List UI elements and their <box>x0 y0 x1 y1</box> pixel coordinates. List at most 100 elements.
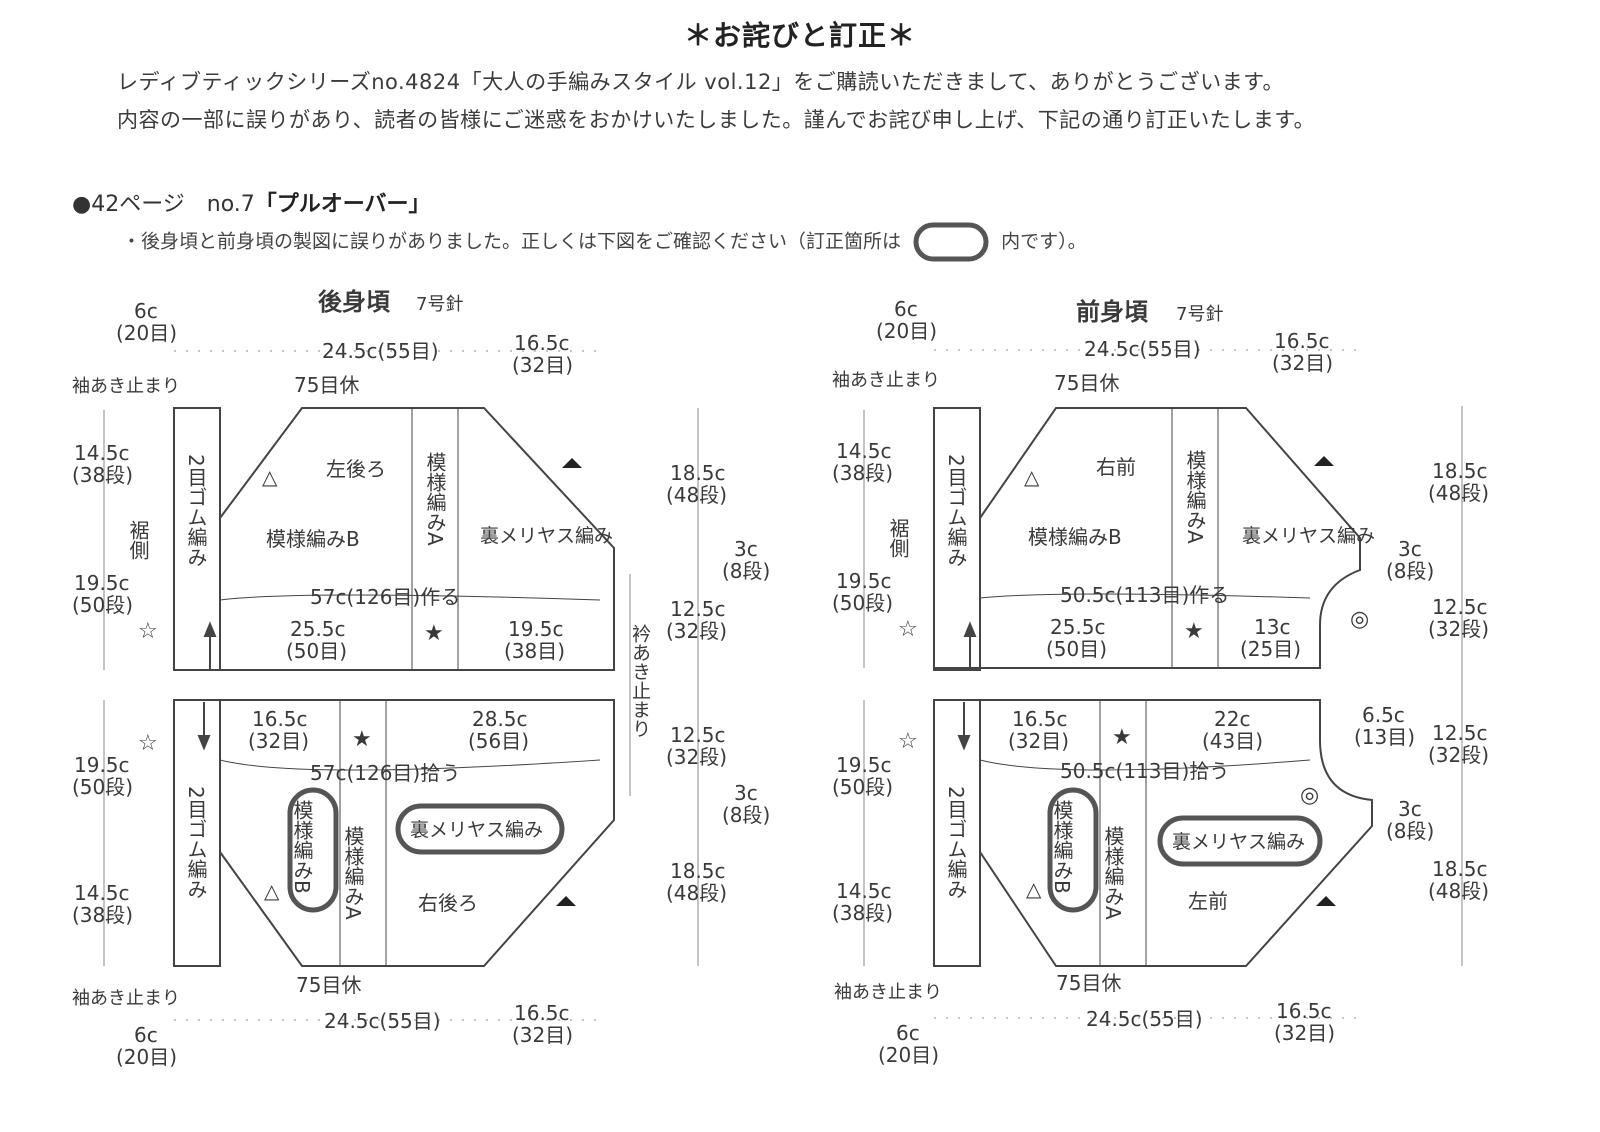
back-h-b2-lower: (50段) <box>72 775 133 799</box>
front-r1a: 18.5c <box>1432 459 1488 483</box>
back-correction-oval-pattern-b <box>287 787 339 913</box>
back-star-white-upper: ☆ <box>138 619 158 644</box>
front-rib-upper: 2目ゴム編み <box>944 454 968 567</box>
front-star-white-upper: ☆ <box>898 617 918 642</box>
back-bottom-piece: 右後ろ <box>418 891 478 915</box>
back-star-white-lower: ☆ <box>138 731 158 756</box>
front-star-black-upper: ★ <box>1184 619 1204 644</box>
back-upper-body <box>174 407 615 671</box>
back-h-b1: 19.5c <box>74 571 130 595</box>
back-pat-b-lower: 模様編みB <box>290 800 314 894</box>
front-upper-body <box>934 407 1361 669</box>
front-sleeve-stop-top: 袖あき止まり <box>832 370 940 391</box>
section-heading: ●42ページ no.7「プルオーバー」 <box>72 186 431 218</box>
front-lower-body <box>934 699 1373 967</box>
back-pat-a-upper: 模様編みA <box>423 452 447 546</box>
note-before: ・後身頃と前身頃の製図に誤りがありました。正しくは下図をご確認ください（訂正箇所… <box>122 230 902 253</box>
front-pat-b-lower: 模様編みB <box>1050 800 1074 894</box>
back-r3a: 12.5c <box>670 597 726 621</box>
front-bottom-b: 24.5c(55目) <box>1086 1007 1203 1031</box>
front-black-triangle-icon <box>1314 456 1334 466</box>
front-h-a2: (38段) <box>832 461 893 485</box>
back-bottom-c1: 16.5c <box>514 1001 570 1025</box>
back-m2b: (38目) <box>504 639 565 663</box>
front-bottom-a2: (20目) <box>878 1043 939 1067</box>
front-p1b: (32目) <box>1008 729 1069 753</box>
back-correction-oval-rev <box>395 803 565 855</box>
back-sleeve-stop-bottom: 袖あき止まり <box>72 988 180 1009</box>
back-r2b: (8段) <box>722 559 770 583</box>
back-rest-bottom: 75目休 <box>296 973 361 997</box>
front-pat-a-upper: 模様編みA <box>1183 450 1207 544</box>
back-sleeve-stop-top: 袖あき止まり <box>72 376 180 397</box>
front-correction-oval-pattern-b <box>1047 787 1099 913</box>
front-rest-top: 75目休 <box>1054 371 1119 395</box>
back-m1b: (50目) <box>286 639 347 663</box>
section-item-title: 「プルオーバー」 <box>254 192 431 217</box>
front-r2a: 3c <box>1398 537 1422 561</box>
front-h-b1: 19.5c <box>836 569 892 593</box>
front-body-diagram <box>863 349 1463 1019</box>
back-r3a-lower: 12.5c <box>670 723 726 747</box>
back-rib-upper: 2目ゴム編み <box>184 454 208 567</box>
front-r1b-lower: (48段) <box>1428 879 1489 903</box>
front-bottom-piece: 左前 <box>1188 889 1228 913</box>
section-page-ref: 42ページ no.7 <box>91 192 255 217</box>
back-m1a: 25.5c <box>290 617 346 641</box>
front-h-a1: 14.5c <box>836 439 892 463</box>
intro-line-1: レディブティックシリーズno.4824「大人の手編みスタイル vol.12」をご… <box>117 70 1285 94</box>
back-h-a1: 14.5c <box>74 441 130 465</box>
front-m2b: (25目) <box>1240 637 1301 661</box>
front-pat-b-upper: 模様編みB <box>1028 525 1122 549</box>
front-r2a-lower: 3c <box>1398 797 1422 821</box>
front-h-a2-lower: (38段) <box>832 901 893 925</box>
back-h-a2-lower: (38段) <box>72 903 133 927</box>
back-r1a: 18.5c <box>670 461 726 485</box>
front-r1a-lower: 18.5c <box>1432 857 1488 881</box>
back-h-a2: (38段) <box>72 463 133 487</box>
back-needle: 7号針 <box>416 294 463 315</box>
back-tri-white-upper: △ <box>262 465 278 489</box>
back-top-piece: 左後ろ <box>326 457 386 481</box>
back-r3b-lower: (32段) <box>666 745 727 769</box>
front-top-piece: 右前 <box>1096 455 1136 479</box>
back-pick: 57c(126目)拾う <box>310 761 460 785</box>
front-m1a: 25.5c <box>1050 615 1106 639</box>
back-top-c1: 16.5c <box>514 331 570 355</box>
back-h-a1-lower: 14.5c <box>74 881 130 905</box>
front-h-b2-lower: (50段) <box>832 775 893 799</box>
back-r2a: 3c <box>734 537 758 561</box>
back-top-a2: (20目) <box>116 321 177 345</box>
front-title: 前身頃 <box>1076 298 1149 326</box>
back-r2a-lower: 3c <box>734 781 758 805</box>
back-r1b: (48段) <box>666 483 727 507</box>
front-h-a1-lower: 14.5c <box>836 879 892 903</box>
page-title: ＊お詫びと訂正＊ <box>683 19 916 52</box>
front-r3a-lower: 12.5c <box>1432 721 1488 745</box>
front-bottom-c1: 16.5c <box>1276 999 1332 1023</box>
front-p2b: (43目) <box>1202 729 1263 753</box>
back-black-triangle-icon <box>562 458 582 468</box>
back-top-a: 6c <box>134 299 158 323</box>
back-r3b: (32段) <box>666 619 727 643</box>
back-rest-top: 75目休 <box>294 373 359 397</box>
correction-marker-icon <box>913 222 989 262</box>
front-bottom-c2: (32目) <box>1274 1021 1335 1045</box>
back-rev-upper: 裏メリヤス編み <box>480 525 613 547</box>
section-bullet: ● <box>72 192 92 217</box>
back-hem: 裾側 <box>126 520 150 560</box>
front-make: 50.5c(113目)作る <box>1060 583 1229 607</box>
back-black-triangle-icon-2 <box>556 896 576 906</box>
back-p1a: 16.5c <box>252 707 308 731</box>
front-m2a: 13c <box>1254 615 1290 639</box>
front-r3b-lower: (32段) <box>1428 743 1489 767</box>
front-top-c2: (32目) <box>1272 351 1333 375</box>
back-rib-lower: 2目ゴム編み <box>184 786 208 899</box>
back-rev-lower: 裏メリヤス編み <box>410 819 543 841</box>
front-star-white-lower: ☆ <box>898 729 918 754</box>
back-make: 57c(126目)作る <box>310 585 460 609</box>
front-p1a: 16.5c <box>1012 707 1068 731</box>
back-p2b: (56目) <box>468 729 529 753</box>
back-h-b2: (50段) <box>72 593 133 617</box>
back-m2a: 19.5c <box>508 617 564 641</box>
